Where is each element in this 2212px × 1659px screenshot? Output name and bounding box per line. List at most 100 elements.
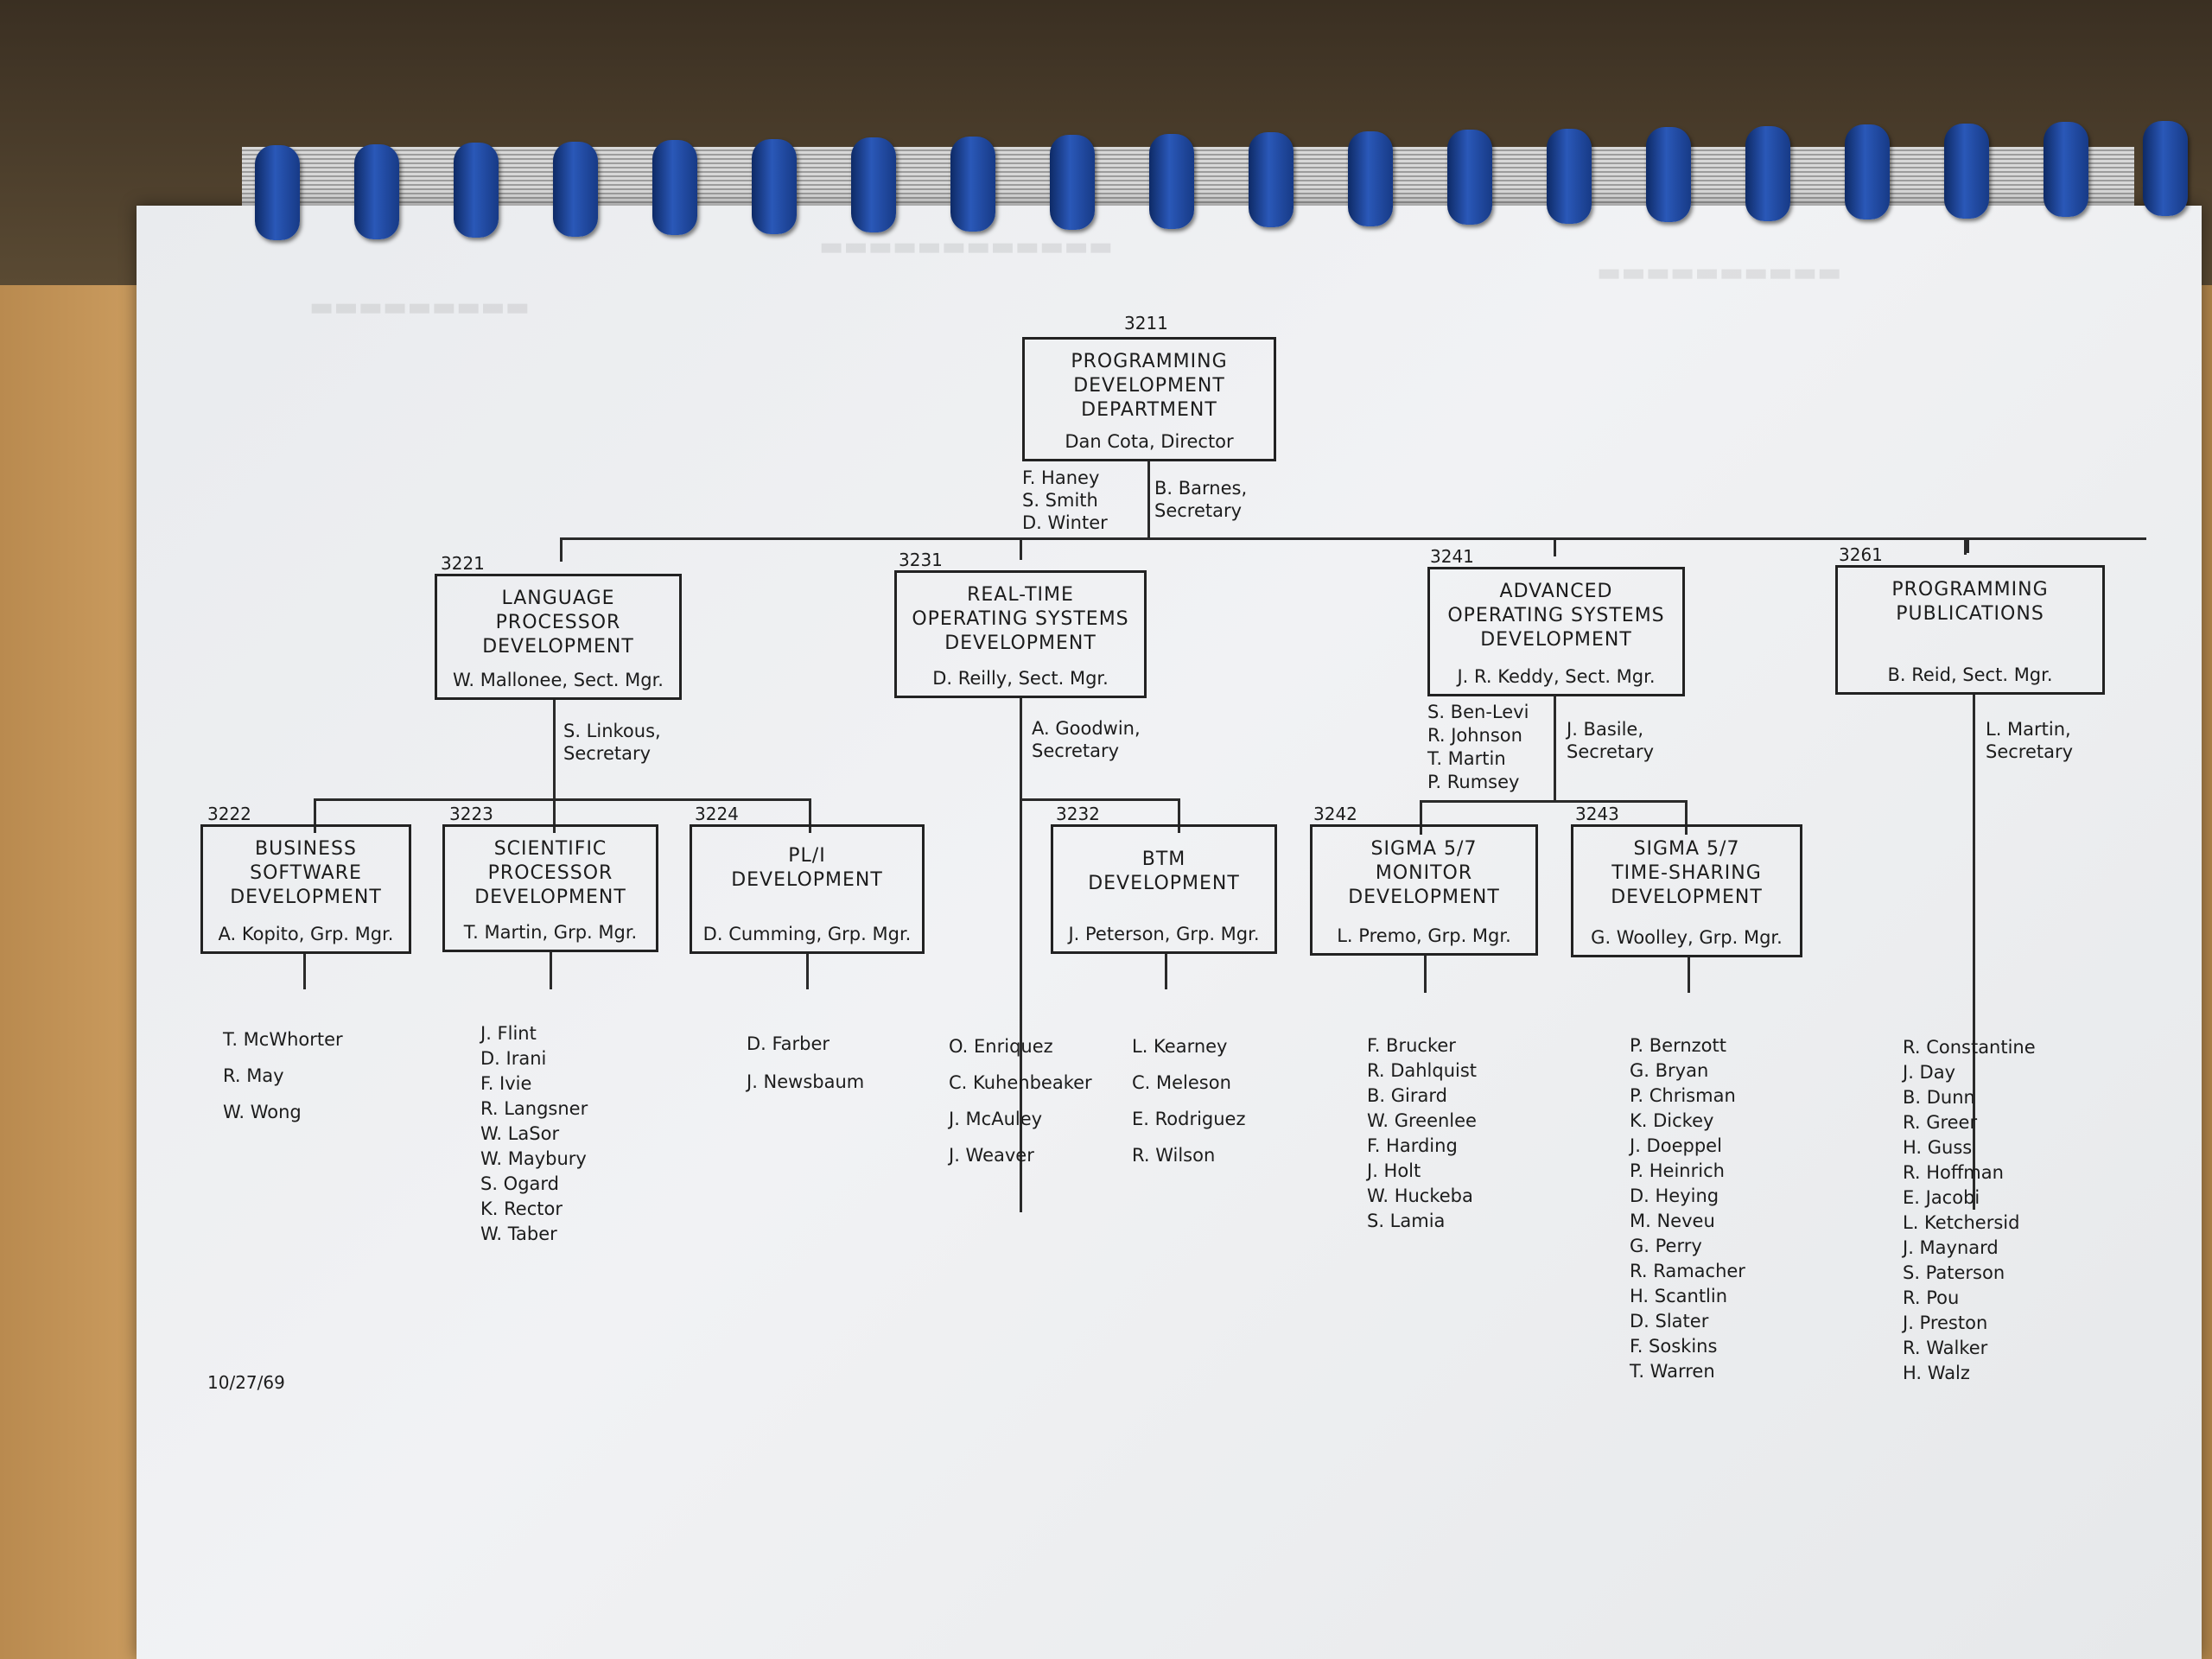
group-title: BUSINESS SOFTWARE DEVELOPMENT <box>230 838 382 908</box>
department-staff: F. Haney S. Smith D. Winter <box>1022 467 1108 534</box>
connector-line <box>550 950 552 989</box>
roster-name: M. Neveu <box>1630 1211 1715 1231</box>
binding-ring <box>1547 128 1592 224</box>
binding-ring <box>354 143 399 239</box>
connector-line <box>1020 798 1180 801</box>
connector-line <box>553 798 556 833</box>
roster-name: C. Meleson <box>1132 1072 1231 1093</box>
department-code: 3211 <box>1124 313 1168 334</box>
section-manager: W. Mallonee, Sect. Mgr. <box>453 670 664 690</box>
roster-name: E. Jacobi <box>1903 1187 1980 1208</box>
connector-line <box>1178 798 1180 833</box>
binding-ring <box>1646 127 1691 222</box>
roster-name: O. Enriquez <box>949 1036 1053 1057</box>
group-box-btm: BTM DEVELOPMENT J. Peterson, Grp. Mgr. <box>1051 824 1277 954</box>
roster-name: R. Wilson <box>1132 1145 1216 1166</box>
group-manager: T. Martin, Grp. Mgr. <box>463 922 638 943</box>
connector-line <box>1554 537 1556 556</box>
roster-name: H. Walz <box>1903 1363 1970 1383</box>
roster-name: F. Soskins <box>1630 1336 1718 1357</box>
roster-name: J. Newsbaum <box>747 1071 865 1092</box>
connector-line <box>560 537 2146 540</box>
staff-name: P. Rumsey <box>1427 772 1520 792</box>
group-box-scientific-processor: SCIENTIFIC PROCESSOR DEVELOPMENT T. Mart… <box>442 824 658 952</box>
roster-name: W. LaSor <box>480 1123 560 1144</box>
roster-name: W. Huckeba <box>1367 1185 1473 1206</box>
roster-name: J. Day <box>1903 1062 1956 1083</box>
group-code: 3243 <box>1575 804 1619 824</box>
staff-name: T. Martin <box>1427 748 1506 769</box>
roster-name: R. May <box>223 1065 284 1086</box>
roster-name: E. Rodriguez <box>1132 1109 1246 1129</box>
binding-ring <box>1249 132 1294 227</box>
section-secretary: L. Martin, Secretary <box>1986 718 2073 763</box>
section-code: 3261 <box>1839 544 1883 565</box>
connector-line <box>1420 800 1422 835</box>
group-title: SIGMA 5/7 TIME-SHARING DEVELOPMENT <box>1611 838 1763 908</box>
connector-line <box>560 537 563 562</box>
roster-name: G. Perry <box>1630 1236 1702 1256</box>
section-box-advanced-os: ADVANCED OPERATING SYSTEMS DEVELOPMENT J… <box>1427 567 1685 696</box>
connector-line <box>1165 952 1167 989</box>
department-title: PROGRAMMING DEVELOPMENT DEPARTMENT <box>1071 351 1228 421</box>
group-box-business-software: BUSINESS SOFTWARE DEVELOPMENT A. Kopito,… <box>200 824 411 954</box>
group-code: 3222 <box>207 804 251 824</box>
roster-name: R. Greer <box>1903 1112 1978 1133</box>
group-box-pli: PL/I DEVELOPMENT D. Cumming, Grp. Mgr. <box>690 824 925 954</box>
roster-name: J. Flint <box>480 1023 537 1044</box>
roster-name: T. Warren <box>1630 1361 1715 1382</box>
binding-ring <box>454 143 499 238</box>
connector-line <box>1973 695 1975 1210</box>
secretary-name: J. Basile, <box>1567 719 1644 740</box>
roster-realtime-a: O. Enriquez C. Kuhenbeaker J. McAuley J.… <box>949 1028 1092 1173</box>
binding-ring <box>2044 122 2088 217</box>
binding-ring <box>1447 130 1492 225</box>
org-chart-page: ▬▬▬▬▬▬▬▬▬▬▬▬ ▬▬▬▬▬▬▬▬▬▬ ▬▬▬▬▬▬▬▬▬ <box>137 206 2202 1659</box>
section-code: 3221 <box>441 553 485 574</box>
secretary-role: Secretary <box>1986 741 2074 762</box>
roster-name: D. Irani <box>480 1048 547 1069</box>
section-code: 3231 <box>899 550 943 570</box>
section-title: PROGRAMMING PUBLICATIONS <box>1891 579 2049 625</box>
staff-name: D. Winter <box>1022 512 1108 533</box>
section-box-language-processor: LANGUAGE PROCESSOR DEVELOPMENT W. Mallon… <box>435 574 682 700</box>
group-title: SCIENTIFIC PROCESSOR DEVELOPMENT <box>474 838 626 908</box>
connector-line <box>1685 800 1688 835</box>
secretary-role: Secretary <box>1567 741 1655 762</box>
roster-name: J. McAuley <box>949 1109 1043 1129</box>
secretary-name: B. Barnes, <box>1154 478 1248 499</box>
secretary-name: S. Linkous, <box>563 721 661 741</box>
binding-ring <box>851 137 896 232</box>
showthrough-text: ▬▬▬▬▬▬▬▬▬ <box>309 292 531 322</box>
roster-pli: D. Farber J. Newsbaum <box>747 1025 864 1101</box>
roster-name: S. Paterson <box>1903 1262 2005 1283</box>
department-secretary: B. Barnes, Secretary <box>1154 477 1247 522</box>
binding-ring <box>1348 130 1393 226</box>
roster-name: R. Walker <box>1903 1338 1988 1358</box>
roster-name: F. Brucker <box>1367 1035 1456 1056</box>
group-title: PL/I DEVELOPMENT <box>731 845 883 891</box>
roster-name: L. Ketchersid <box>1903 1212 2020 1233</box>
document-date: 10/27/69 <box>207 1372 285 1393</box>
section-staff: S. Ben-Levi R. Johnson T. Martin P. Rums… <box>1427 701 1529 794</box>
connector-line <box>1420 800 1688 803</box>
section-box-realtime-os: REAL-TIME OPERATING SYSTEMS DEVELOPMENT … <box>894 570 1147 698</box>
roster-name: J. Preston <box>1903 1313 1988 1333</box>
roster-publications: R. Constantine J. Day B. Dunn R. Greer H… <box>1903 1035 2036 1386</box>
connector-line <box>1964 537 1967 555</box>
staff-name: R. Johnson <box>1427 725 1522 746</box>
group-code: 3223 <box>449 804 493 824</box>
showthrough-text: ▬▬▬▬▬▬▬▬▬▬ <box>1597 257 1842 288</box>
secretary-name: A. Goodwin, <box>1032 718 1141 739</box>
roster-name: K. Rector <box>480 1198 563 1219</box>
section-secretary: J. Basile, Secretary <box>1567 718 1654 763</box>
binding-ring <box>1845 124 1890 219</box>
binding-ring <box>2143 120 2188 216</box>
roster-name: J. Weaver <box>949 1145 1034 1166</box>
staff-name: F. Haney <box>1022 467 1100 488</box>
roster-name: L. Kearney <box>1132 1036 1228 1057</box>
showthrough-text: ▬▬▬▬▬▬▬▬▬▬▬▬ <box>819 232 1114 262</box>
binding-ring <box>1050 135 1095 230</box>
connector-line <box>1424 954 1427 993</box>
